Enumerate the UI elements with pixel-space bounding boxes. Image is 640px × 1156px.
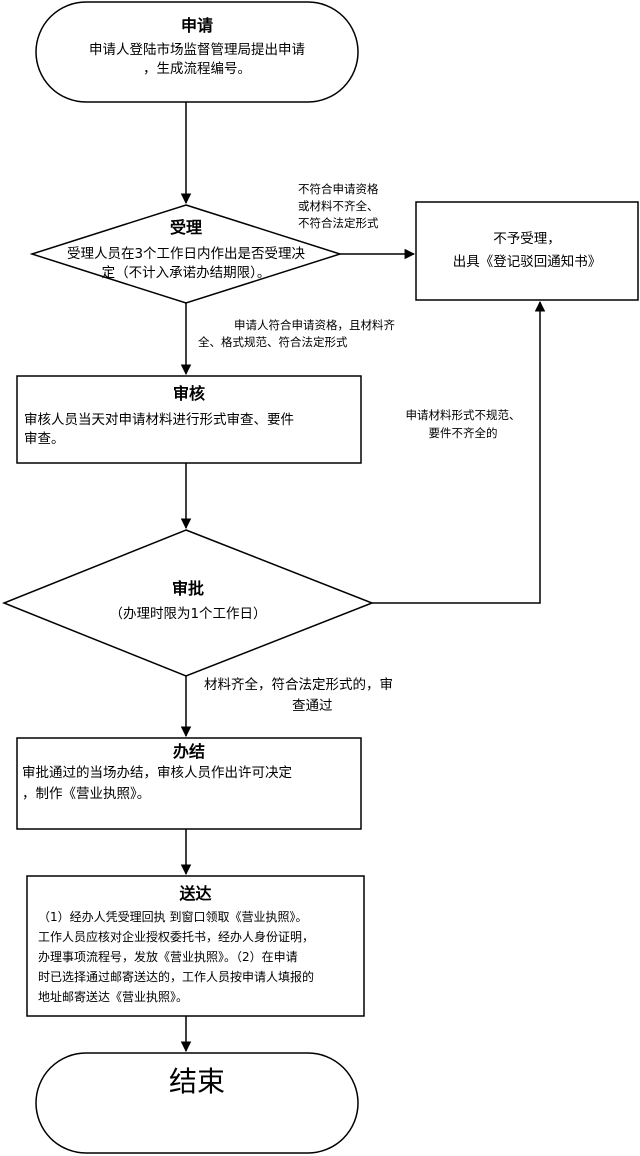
complete-line2: ，制作《营业执照》。 [22, 786, 151, 802]
not-qualified-line2: 或材料不齐全、 [298, 199, 379, 213]
review-line1: 审核人员当天对申请材料进行形式审查、要件 [24, 412, 294, 428]
deliver-line3: 办理事项流程号，发放《营业执照》。（2）在申请 [38, 950, 298, 964]
not-qualified-line1: 不符合申请资格 [298, 182, 379, 196]
deliver-line4: 时已选择通过邮寄送达的，工作人员按申请人填报的 [38, 970, 315, 984]
not-qualified-line3: 不符合法定形式 [298, 216, 379, 230]
accept-line1: 受理人员在3个工作日内作出是否受理决 [66, 246, 306, 262]
approve-title: 审批 [171, 579, 204, 598]
form-irregular-line1: 申请材料形式不规范、 [405, 408, 521, 422]
review-box [16, 375, 362, 464]
form-irregular-line2: 要件不齐全的 [428, 426, 498, 440]
accept-title: 受理 [169, 218, 202, 237]
approve-line1: （办理时限为1个工作日） [109, 606, 267, 622]
deliver-title: 送达 [179, 884, 212, 903]
deliver-line1: （1）经办人凭受理回执 到窗口领取《营业执照》。 [38, 910, 308, 924]
apply-terminator [35, 1, 359, 103]
reject-line2: 出具《登记驳回通知书》 [452, 254, 602, 270]
deliver-box [26, 875, 365, 1017]
reject-line1: 不予受理， [493, 231, 561, 247]
review-line2: 审查。 [24, 431, 65, 447]
passed-line1: 材料齐全，符合法定形式的，审 [204, 677, 393, 693]
apply-title: 申请 [180, 16, 213, 35]
review-title: 审核 [172, 384, 205, 403]
reject-box [415, 201, 639, 301]
accept-line2: 定（不计入承诺办结期限）。 [101, 265, 271, 281]
end-title: 结束 [168, 1065, 225, 1098]
end-terminator [35, 1052, 359, 1154]
deliver-line2: 工作人员应核对企业授权委托书，经办人身份证明， [38, 930, 315, 944]
apply-line2: ，生成流程编号。 [143, 61, 251, 77]
complete-title: 办结 [172, 742, 205, 761]
qualified-line1: 申请人符合申请资格，且材料齐 [234, 318, 395, 332]
complete-box [16, 737, 362, 830]
passed-line2: 查通过 [292, 698, 333, 714]
edge-approve-reject [372, 300, 546, 604]
qualified-line2: 全、格式规范、符合法定形式 [198, 335, 348, 349]
complete-line1: 审批通过的当场办结，审核人员作出许可决定 [22, 765, 292, 781]
apply-line1: 申请人登陆市场监督管理局提出申请 [89, 42, 305, 58]
approve-decision [1, 529, 375, 677]
deliver-line5: 地址邮寄送达《营业执照》。 [38, 990, 189, 1004]
